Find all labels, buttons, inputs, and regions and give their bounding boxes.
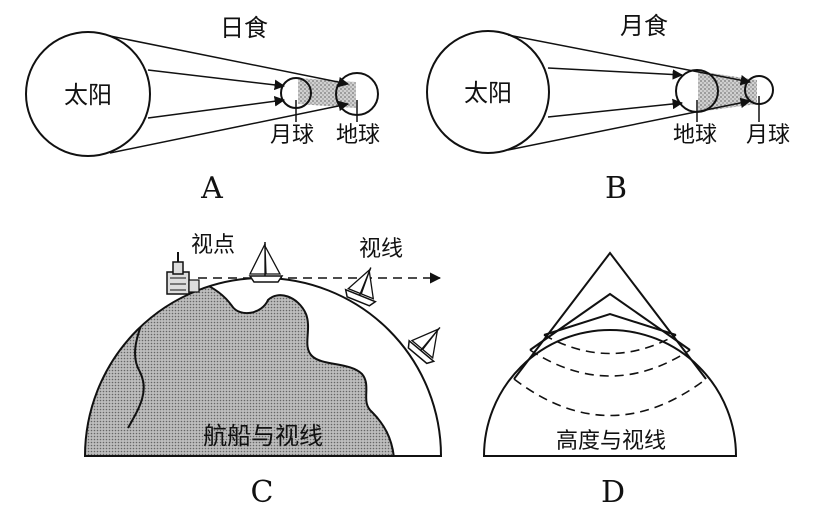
panel-d-tangent-cone-high — [513, 251, 707, 380]
panel-c-ship-mid — [344, 267, 377, 307]
panel-b-title: 月食 — [620, 12, 668, 40]
panel-d-caption: 高度与视线 — [556, 429, 666, 454]
panel-a-ray — [147, 96, 286, 119]
panel-b-earth-label: 地球 — [673, 123, 717, 148]
panel-c-caption: 航船与视线 — [203, 422, 323, 450]
panel-a-ray — [109, 35, 350, 88]
panel-b-letter: B — [605, 171, 627, 206]
panel-d-height-and-sightline: 高度与视线 D — [482, 251, 738, 510]
panel-b-ray — [507, 97, 752, 151]
panel-a-title: 日食 — [220, 14, 268, 42]
panel-c-tower — [166, 252, 200, 295]
panel-a-solar-eclipse: 日食 太阳 月球 地球 A — [25, 14, 380, 206]
panel-d-tangent-cone-low — [543, 312, 677, 336]
panel-d-tangent-cone-mid — [529, 292, 691, 351]
panel-b-ray — [547, 67, 684, 80]
panel-b-lunar-eclipse: 月食 太阳 地球 月球 B — [426, 12, 790, 206]
panel-c-viewpoint-label: 视点 — [191, 233, 235, 258]
panel-a-sun-label: 太阳 — [64, 81, 112, 109]
panel-d-horizon-arc — [543, 334, 677, 355]
panel-a-sun — [25, 31, 151, 157]
panel-a-earth-label: 地球 — [336, 123, 380, 148]
panel-a-moon-label: 月球 — [270, 123, 314, 148]
panel-d-letter: D — [601, 475, 625, 510]
panel-c-land-mass — [85, 280, 396, 456]
panel-a-ray — [109, 100, 350, 154]
panel-d-horizon-arc — [513, 378, 707, 417]
panel-a-ray — [147, 69, 286, 91]
panel-d-earth-hemisphere — [482, 329, 738, 457]
panel-c-ship-near — [248, 242, 284, 283]
panel-b-moon-label: 月球 — [746, 123, 790, 148]
panel-b-ray — [547, 98, 684, 118]
panel-b-sun-label: 太阳 — [464, 79, 512, 107]
panel-b-sun — [426, 30, 550, 154]
panel-a-letter: A — [200, 171, 223, 206]
panel-c-ships-and-sightline: 视点 视线 航船与视线 C — [83, 233, 443, 510]
panel-b-ray — [507, 34, 752, 86]
panel-c-letter: C — [251, 475, 274, 510]
panel-c-sightline-label: 视线 — [359, 237, 403, 262]
panel-d-horizon-arc — [529, 349, 691, 377]
panel-c-ship-far — [407, 326, 441, 365]
